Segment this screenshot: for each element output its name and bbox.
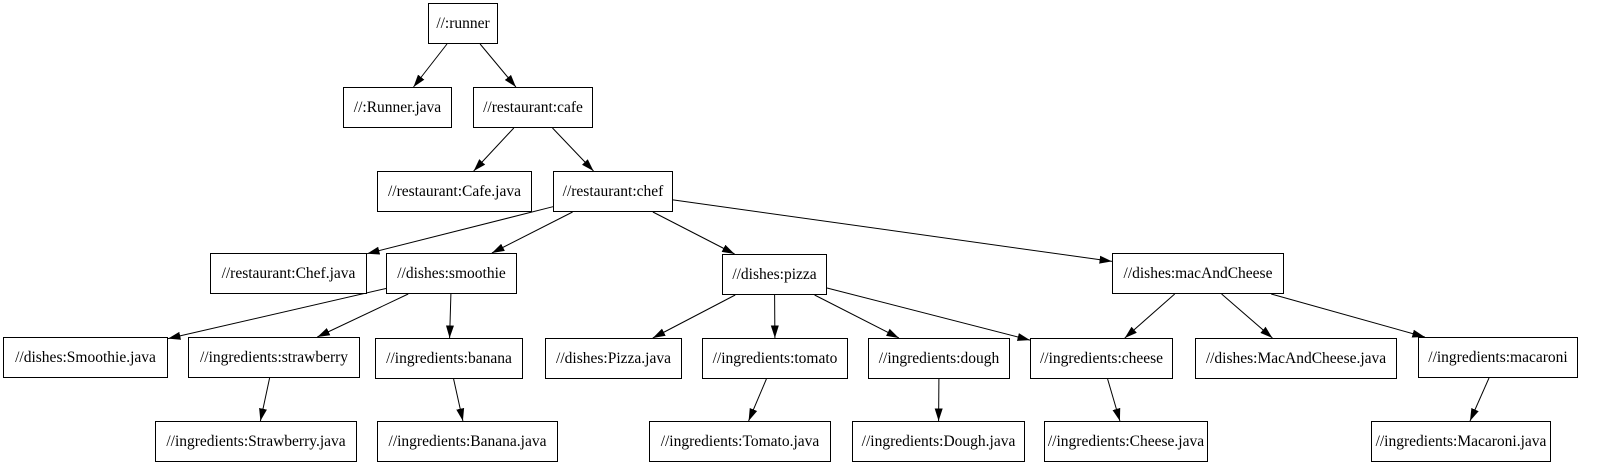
edge-runner-to-runner-java xyxy=(413,43,448,88)
edge-chef-to-mac-and-cheese xyxy=(672,199,1113,264)
graph-node-label: //ingredients:banana xyxy=(386,349,512,367)
graph-node-label: //ingredients:Dough.java xyxy=(861,432,1016,450)
graph-node-label: //ingredients:Cheese.java xyxy=(1047,432,1205,450)
graph-node-cafe: //restaurant:cafe xyxy=(473,87,593,128)
graph-node-dough: //ingredients:dough xyxy=(868,338,1010,379)
graph-node-smoothie: //dishes:smoothie xyxy=(386,253,517,294)
edge-chef-to-smoothie xyxy=(491,211,573,254)
graph-node-banana-java: //ingredients:Banana.java xyxy=(377,421,558,462)
graph-node-macaroni-java: //ingredients:Macaroni.java xyxy=(1371,421,1551,462)
graph-node-label: //ingredients:tomato xyxy=(712,349,838,367)
graph-node-label: //ingredients:Banana.java xyxy=(388,432,547,450)
edge-mac-and-cheese-to-cheese xyxy=(1124,293,1176,339)
graph-node-label: //ingredients:macaroni xyxy=(1428,348,1568,366)
graph-node-label: //restaurant:Cafe.java xyxy=(388,182,521,200)
edge-mac-and-cheese-to-macaroni xyxy=(1271,293,1425,338)
edge-smoothie-to-strawberry xyxy=(317,293,409,338)
graph-node-cheese-java: //ingredients:Cheese.java xyxy=(1044,421,1208,462)
edge-pizza-to-cheese xyxy=(826,287,1031,341)
graph-node-label: //:Runner.java xyxy=(353,98,442,116)
edge-cafe-to-cafe-java xyxy=(473,127,515,172)
graph-node-smoothie-java: //dishes:Smoothie.java xyxy=(3,337,168,378)
graph-node-label: //ingredients:dough xyxy=(878,349,1000,367)
graph-node-strawberry-java: //ingredients:Strawberry.java xyxy=(155,421,357,462)
edge-cheese-to-cheese-java xyxy=(1107,378,1121,422)
graph-node-cafe-java: //restaurant:Cafe.java xyxy=(377,171,532,212)
edge-chef-to-chef-java xyxy=(366,206,554,255)
edge-runner-to-cafe xyxy=(479,43,517,88)
edge-strawberry-to-strawberry-java xyxy=(259,377,271,422)
edge-macaroni-to-macaroni-java xyxy=(1469,377,1490,422)
graph-node-label: //restaurant:Chef.java xyxy=(221,264,356,282)
graph-node-runner-java: //:Runner.java xyxy=(343,87,452,128)
graph-node-banana: //ingredients:banana xyxy=(375,338,523,379)
graph-node-label: //restaurant:cafe xyxy=(483,98,583,116)
graph-node-label: //dishes:Pizza.java xyxy=(556,349,671,367)
edge-smoothie-to-banana xyxy=(445,293,454,339)
edge-pizza-to-dough xyxy=(814,294,900,339)
graph-node-runner: //:runner xyxy=(428,3,498,44)
graph-node-label: //dishes:pizza xyxy=(732,265,817,283)
edge-pizza-to-pizza-java xyxy=(652,294,736,339)
edge-smoothie-to-smoothie-java xyxy=(167,288,387,340)
edge-chef-to-pizza xyxy=(652,211,735,255)
graph-node-macaroni: //ingredients:macaroni xyxy=(1418,337,1578,378)
graph-node-chef-java: //restaurant:Chef.java xyxy=(210,253,367,294)
graph-node-label: //dishes:MacAndCheese.java xyxy=(1205,349,1387,367)
graph-node-chef: //restaurant:chef xyxy=(553,171,673,212)
graph-node-tomato-java: //ingredients:Tomato.java xyxy=(649,421,831,462)
graph-node-mac-and-cheese-java: //dishes:MacAndCheese.java xyxy=(1195,338,1397,379)
graph-node-label: //ingredients:strawberry xyxy=(199,348,349,366)
graph-node-cheese: //ingredients:cheese xyxy=(1030,338,1173,379)
graph-node-label: //ingredients:Macaroni.java xyxy=(1375,432,1547,450)
graph-node-label: //dishes:macAndCheese xyxy=(1123,264,1273,282)
graph-node-label: //ingredients:cheese xyxy=(1039,349,1164,367)
edge-cafe-to-chef xyxy=(552,127,594,172)
edge-tomato-to-tomato-java xyxy=(748,378,767,422)
graph-node-label: //ingredients:Strawberry.java xyxy=(166,432,346,450)
graph-node-label: //restaurant:chef xyxy=(562,182,664,200)
graph-node-pizza-java: //dishes:Pizza.java xyxy=(545,338,682,379)
graph-node-tomato: //ingredients:tomato xyxy=(702,338,848,379)
graph-node-label: //dishes:smoothie xyxy=(397,264,506,282)
graph-node-dough-java: //ingredients:Dough.java xyxy=(852,421,1025,462)
graph-node-strawberry: //ingredients:strawberry xyxy=(188,337,360,378)
graph-node-label: //dishes:Smoothie.java xyxy=(15,348,156,366)
edge-mac-and-cheese-to-mac-and-cheese-java xyxy=(1221,293,1273,339)
graph-node-pizza: //dishes:pizza xyxy=(722,254,827,295)
graph-node-label: //:runner xyxy=(436,14,490,32)
graph-node-mac-and-cheese: //dishes:macAndCheese xyxy=(1112,253,1284,294)
graph-node-label: //ingredients:Tomato.java xyxy=(660,432,820,450)
edge-banana-to-banana-java xyxy=(453,378,465,422)
